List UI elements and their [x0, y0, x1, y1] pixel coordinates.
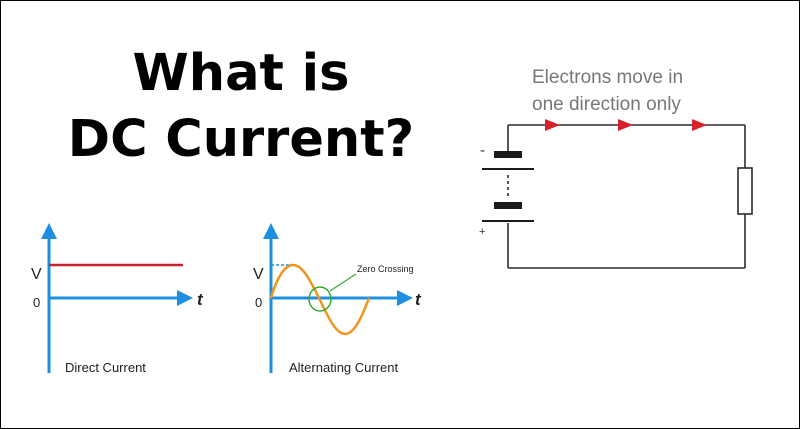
- dc-y-label: V: [31, 266, 42, 283]
- battery-plate-short-bottom: [494, 202, 522, 209]
- electron-flow-arrow-1: [545, 119, 560, 131]
- resistor: [737, 167, 753, 215]
- battery-plate-long-top: [482, 168, 534, 170]
- circuit-note-line-2: one direction only: [532, 94, 681, 115]
- ac-x-label: t: [415, 290, 422, 309]
- battery-icon: [482, 151, 534, 222]
- battery-minus-sign: -: [480, 142, 485, 159]
- ac-y-axis-arrowhead: [263, 223, 279, 239]
- battery-plate-long-bottom: [482, 220, 534, 222]
- title-line-2: DC Current?: [67, 110, 415, 169]
- ac-graph: Zero Crossing V 0 t Alternating Current: [253, 223, 422, 375]
- ac-annotation: Zero Crossing: [357, 264, 414, 274]
- dc-caption: Direct Current: [65, 360, 146, 375]
- title-line-1: What is: [132, 44, 350, 103]
- circuit-note-line-1: Electrons move in: [532, 67, 683, 88]
- ac-x-axis-arrowhead: [397, 290, 413, 306]
- dc-x-label: t: [197, 290, 204, 309]
- dc-circuit: Electrons move in one direction only - +: [479, 67, 753, 269]
- electron-flow-arrow-3: [692, 119, 707, 131]
- dc-graph: V 0 t Direct Current: [31, 223, 204, 375]
- electron-flow-arrow-2: [618, 119, 633, 131]
- battery-plus-sign: +: [479, 226, 485, 238]
- dc-origin-label: 0: [33, 295, 40, 310]
- dc-x-axis-arrowhead: [177, 290, 193, 306]
- dc-y-axis-arrowhead: [41, 223, 57, 239]
- ac-caption: Alternating Current: [289, 360, 398, 375]
- page-title: What is DC Current?: [41, 41, 441, 173]
- zero-crossing-pointer: [329, 273, 357, 292]
- ac-origin-label: 0: [255, 295, 262, 310]
- battery-plate-short-top: [494, 151, 522, 158]
- zero-crossing-highlight: [308, 286, 332, 312]
- ac-y-label: V: [253, 266, 264, 283]
- ac-sine-wave: [269, 263, 371, 336]
